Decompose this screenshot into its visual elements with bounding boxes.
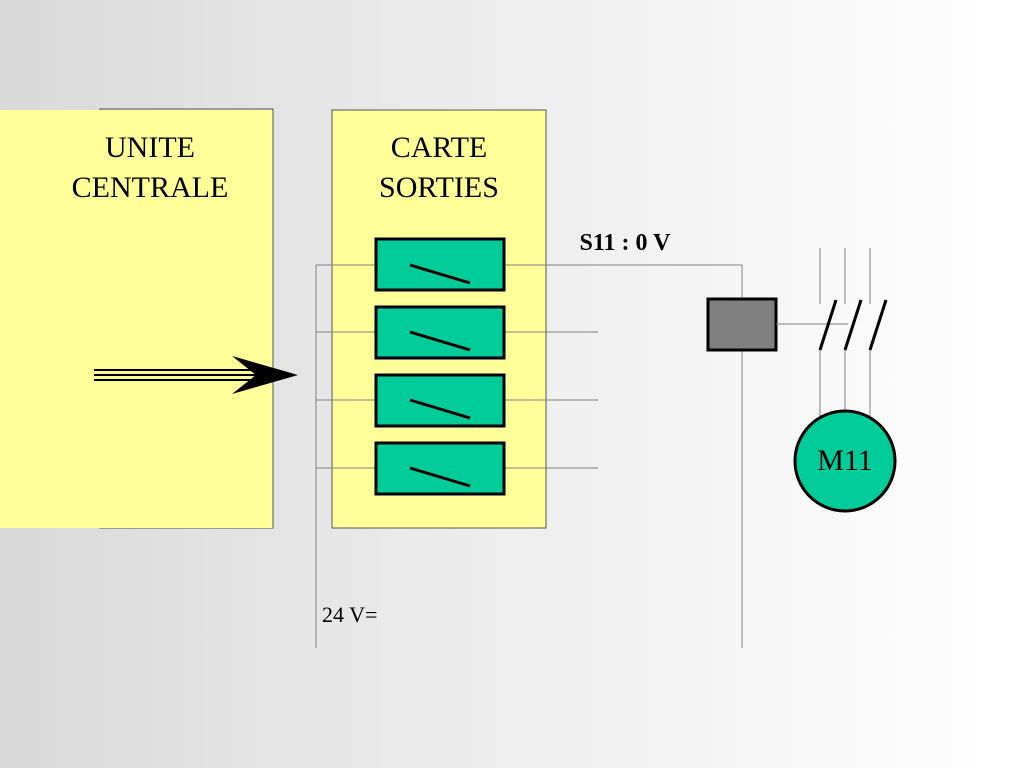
relay-contact-4 <box>374 441 506 496</box>
unite-centrale-panel <box>0 110 273 528</box>
power-contact-1 <box>818 299 838 351</box>
unite-centrale-title: UNITE CENTRALE <box>40 128 260 208</box>
signal-label: S11 : 0 V <box>579 230 671 256</box>
relay-contact-1 <box>374 237 506 292</box>
carte-sorties-line2: SORTIES <box>379 171 499 204</box>
relay-contact-3 <box>374 373 506 428</box>
unite-centrale-line1: UNITE <box>105 131 195 164</box>
contactor-coil <box>706 297 778 352</box>
motor-circle <box>793 409 897 513</box>
relay-contact-2 <box>374 305 506 360</box>
bus-arrow <box>94 356 298 394</box>
power-contact-2 <box>843 299 863 351</box>
power-contact-3 <box>868 299 888 351</box>
unite-centrale-line2: CENTRALE <box>71 171 229 204</box>
motor-label: M11 <box>817 444 873 477</box>
carte-sorties-line1: CARTE <box>390 131 488 164</box>
carte-sorties-title: CARTE SORTIES <box>332 128 546 208</box>
supply-label: 24 V= <box>322 602 378 627</box>
